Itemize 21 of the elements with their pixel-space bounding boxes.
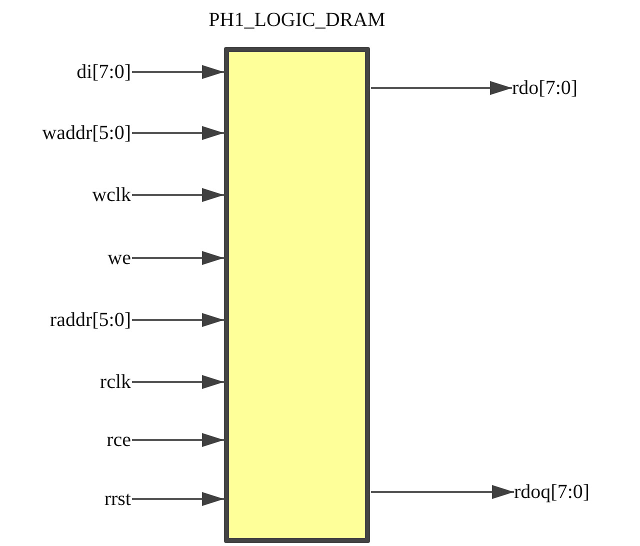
signal-label: rdoq[7:0] bbox=[514, 481, 590, 503]
signal-label: we bbox=[108, 247, 131, 269]
arrow bbox=[371, 81, 512, 95]
arrow bbox=[132, 65, 224, 79]
signal-label: rrst bbox=[104, 488, 131, 510]
block-title: PH1_LOGIC_DRAM bbox=[208, 8, 386, 32]
arrow bbox=[132, 313, 224, 327]
signal-label: rdo[7:0] bbox=[512, 77, 578, 99]
arrow bbox=[371, 485, 514, 499]
signal-label: rce bbox=[106, 429, 131, 451]
arrow bbox=[132, 492, 224, 506]
arrow bbox=[132, 251, 224, 265]
arrow bbox=[132, 375, 224, 389]
signal-label: raddr[5:0] bbox=[50, 309, 131, 331]
signal-label: di[7:0] bbox=[76, 61, 131, 83]
signal-label: rclk bbox=[100, 371, 131, 393]
signal-label: wclk bbox=[92, 184, 131, 206]
arrow bbox=[132, 126, 224, 140]
arrow bbox=[132, 433, 224, 447]
signal-label: waddr[5:0] bbox=[42, 122, 131, 144]
arrow bbox=[132, 188, 224, 202]
